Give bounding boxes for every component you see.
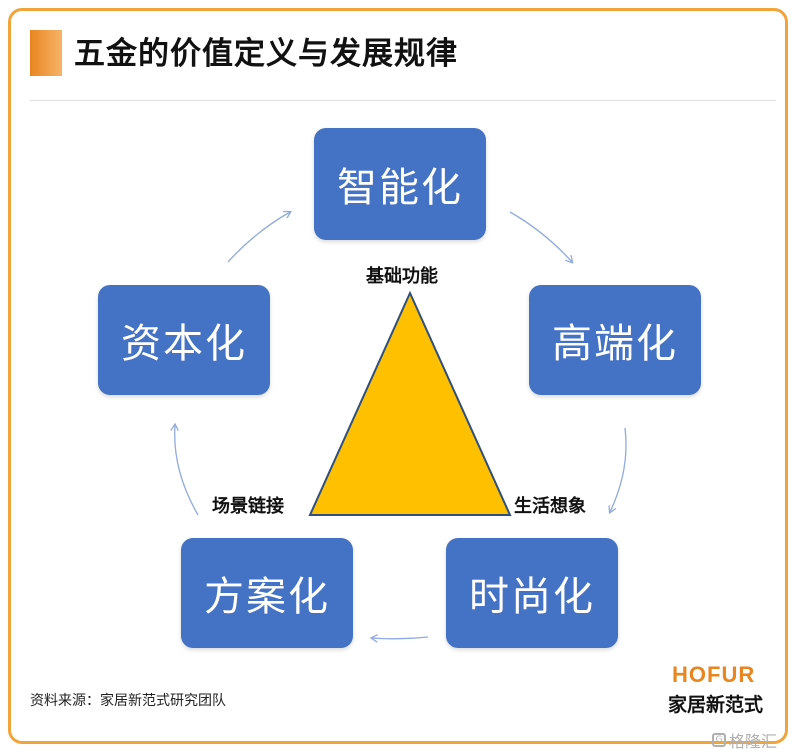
logo-hofur: HOFUR bbox=[672, 662, 756, 687]
arrow-left-upper-to-top bbox=[227, 212, 290, 263]
page-title: 五金的价值定义与发展规律 bbox=[74, 36, 458, 72]
watermark: G 格隆汇 bbox=[712, 728, 777, 752]
triangle-label-apex: 基础功能 bbox=[366, 266, 438, 287]
triangle-label-left: 场景链接 bbox=[212, 496, 284, 517]
source-note: 资料来源：家居新范式研究团队 bbox=[30, 693, 226, 709]
watermark-text: 格隆汇 bbox=[729, 732, 778, 751]
arrow-right-upper-to-right-lower bbox=[610, 427, 627, 512]
node-solution: 方案化 bbox=[181, 538, 353, 648]
arrow-top-to-right-upper bbox=[509, 211, 572, 262]
node-capital: 资本化 bbox=[98, 285, 270, 395]
triangle-label-right: 生活想象 bbox=[514, 496, 586, 517]
arrow-left-lower-to-left-upper bbox=[175, 425, 199, 516]
center-triangle bbox=[308, 290, 512, 516]
arrow-right-lower-to-left-lower bbox=[372, 637, 429, 639]
node-intelligent: 智能化 bbox=[314, 128, 486, 240]
watermark-icon: G bbox=[712, 733, 726, 747]
title-accent-bar bbox=[30, 30, 62, 76]
node-high-end: 高端化 bbox=[529, 285, 701, 395]
node-fashion: 时尚化 bbox=[446, 538, 618, 648]
logo-chinese: 家居新范式 bbox=[668, 694, 764, 716]
title-divider bbox=[30, 100, 776, 101]
